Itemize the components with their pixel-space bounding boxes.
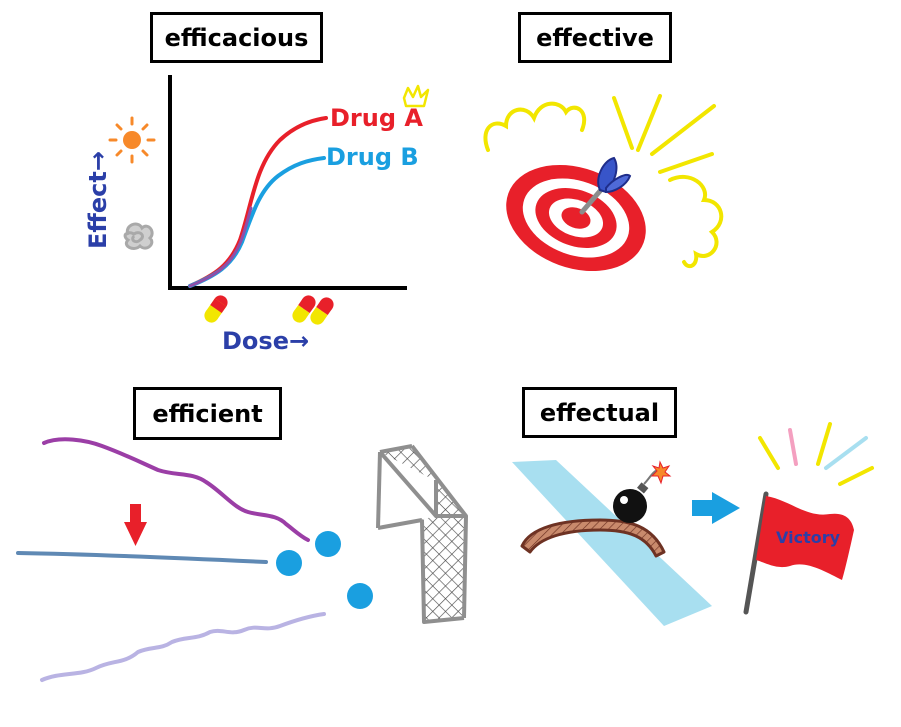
efficient-title: efficient: [133, 387, 282, 440]
ball-icon: [276, 550, 302, 576]
down-arrow-icon: [124, 504, 147, 546]
flag-icon: [743, 491, 854, 615]
ball-icon: [347, 583, 373, 609]
victory-flag-text: Victory: [776, 528, 841, 547]
river: [512, 460, 712, 626]
efficacious-title: efficacious: [150, 12, 323, 63]
target-icon: [506, 164, 646, 272]
effectual-title: effectual: [522, 387, 677, 438]
lavender-trajectory: [40, 612, 326, 682]
ball-icon: [315, 531, 341, 557]
capsule-icon: [310, 297, 334, 325]
effectual-panel: [512, 422, 874, 626]
celebration-rays: [758, 422, 874, 486]
crown-icon: [402, 84, 430, 108]
capsule-icon: [204, 295, 228, 323]
effective-title: effective: [518, 12, 672, 63]
soccer-goal-icon: [376, 444, 468, 624]
overlap-curve: [188, 206, 253, 288]
y-axis-label: Effect→: [84, 151, 112, 249]
purple-trajectory: [42, 437, 310, 542]
x-axis-label: Dose→: [222, 327, 310, 355]
slate-trajectory: [16, 551, 268, 564]
efficient-panel: [16, 437, 468, 682]
capsule-icon: [292, 295, 316, 323]
drug-a-label: Drug A: [330, 104, 423, 132]
drug-b-label: Drug B: [326, 143, 419, 171]
dart-icon: [579, 156, 632, 215]
burst-lines: [483, 94, 724, 269]
right-arrow-icon: [692, 492, 740, 524]
bomb-icon: [613, 460, 672, 523]
effective-panel: [483, 94, 724, 272]
sun-icon: [108, 116, 156, 164]
cloud-icon: [123, 222, 154, 250]
efficacious-panel: [108, 75, 430, 325]
bridge-icon: [520, 518, 666, 558]
